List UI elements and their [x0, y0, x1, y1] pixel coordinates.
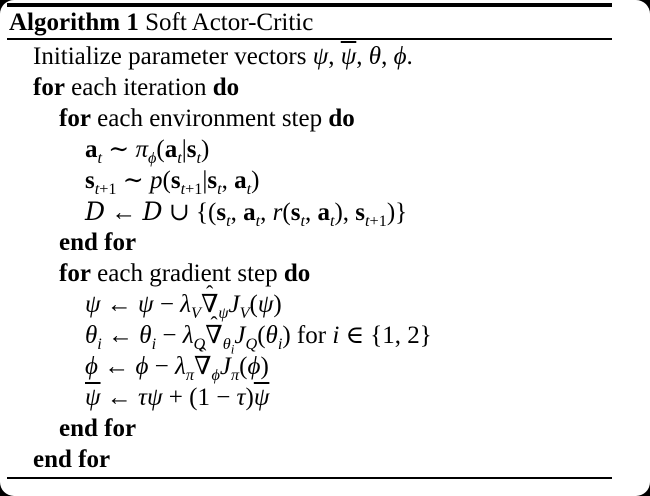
algorithm-header: Algorithm 1 Soft Actor-Critic: [9, 9, 313, 37]
algorithm-line: for each iteration do: [33, 74, 240, 101]
algorithm-line: end for: [59, 415, 137, 442]
algorithm-line: ϕ ← ϕ − λπ∇ϕJπ(ϕ): [8, 351, 648, 383]
algorithm-line: end for: [59, 229, 137, 256]
mid-rule: [7, 38, 612, 40]
algorithm-title: Soft Actor-Critic: [145, 9, 314, 36]
algorithm-line: st+1 ∼ p(st+1|st, at): [85, 167, 260, 198]
algorithm-label: Algorithm 1: [9, 9, 139, 36]
algorithm-line: end for: [33, 446, 111, 473]
bottom-rule: [7, 477, 612, 479]
algorithm-line: θi ← θi − λQ∇θiJQ(θi) for i ∈ {1, 2}: [8, 320, 648, 355]
algorithm-line: ψ ← τψ + (1 − τ)ψ: [85, 384, 270, 411]
algorithm-line: Initialize parameter vectors ψ, ψ, θ, ϕ.: [33, 43, 413, 70]
algorithm-line: for each environment step do: [59, 105, 355, 132]
algorithm-body: Initialize parameter vectors ψ, ψ, θ, ϕ.…: [8, 41, 648, 475]
algorithm-line: at ∼ πϕ(at|st): [85, 136, 210, 167]
algorithm-line: for each gradient step do: [59, 260, 311, 287]
algorithm-line: ψ ← ψ − λV∇ψJV(ψ): [8, 289, 648, 321]
algorithm-line: D ← D ∪ {(st, at, r(st, at), st+1)}: [85, 197, 408, 230]
top-rule: [7, 3, 612, 7]
